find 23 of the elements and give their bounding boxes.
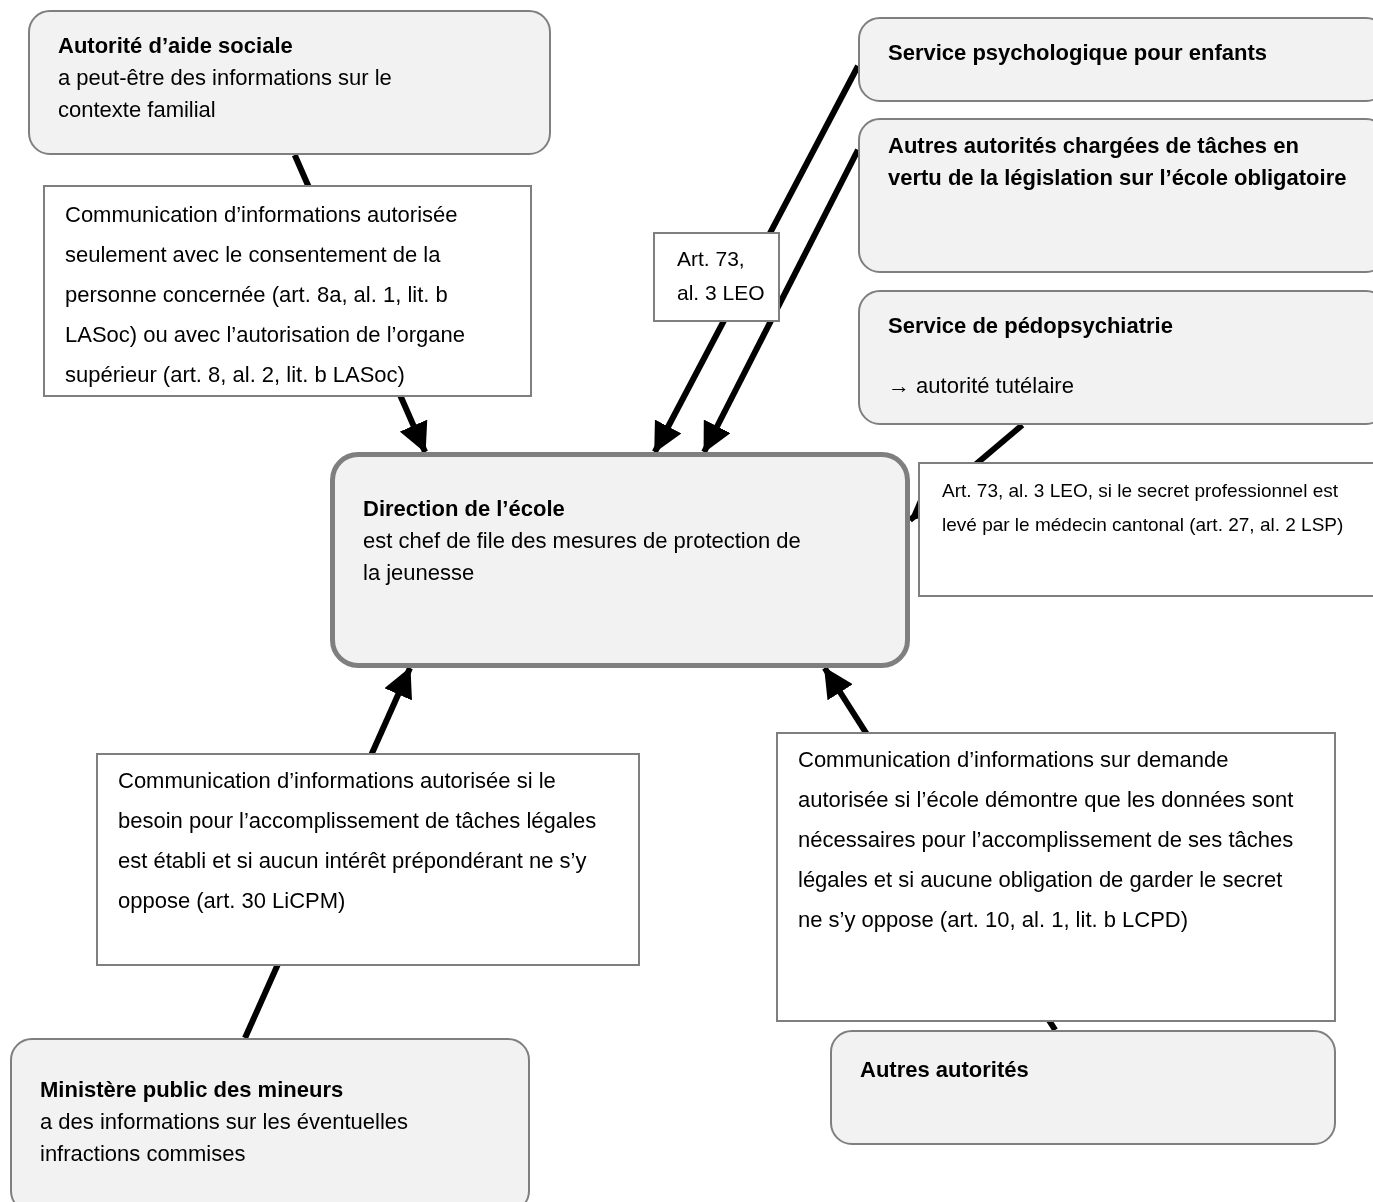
node-description: → autorité tutélaire (888, 372, 1075, 400)
rounded-box (830, 1030, 1336, 1145)
node-title: Service psychologique pour enfants (888, 39, 1268, 67)
rounded-box (858, 17, 1373, 102)
node-description: a peut-être des informations sur le contexte familial (58, 64, 393, 124)
rounded-box (28, 10, 551, 155)
rounded-box (858, 290, 1373, 425)
node-title: Ministère public des mineurs (40, 1076, 345, 1104)
edge-label: Communication d’informations autorisée si le besoin pour l’accomplissement de tâches légales est établi et si aucun intérêt prépondérant ne s’y oppose (art. 30 LiCPM) (96, 753, 640, 966)
edge-label: Communication d’informations sur demande autorisée si l’école démontre que les données sont nécessaires pour l’accomplissement de ses tâches légales et si aucune obligation de garder le secret ne s’y oppose (art. 10, al. 1, lit. b LCPD) (776, 732, 1336, 1022)
edge-label: Art. 73, al. 3 LEO (653, 232, 780, 322)
rounded-box (10, 1038, 530, 1202)
node-description: a des informations sur les éventuelles infractions commises (40, 1108, 410, 1168)
edge-label: Communication d’informations autorisée seulement avec le consentement de la personne concernée (art. 8a, al. 1, lit. b LASoc) ou avec l’autorisation de l’organe supérieur (art. 8, al. 2, lit. b LASoc) (43, 185, 532, 397)
main-rounded-box (330, 452, 910, 668)
node-title: Autres autorités (860, 1056, 1030, 1084)
node-title: Service de pédopsychiatrie (888, 312, 1174, 340)
rounded-box (858, 118, 1373, 273)
node-title: Autres autorités chargées de tâches en vertu de la législation sur l’école obligatoire (888, 132, 1348, 192)
edge-label: Art. 73, al. 3 LEO, si le secret professionnel est levé par le médecin cantonal (art. 27, al. 2 LSP) (918, 462, 1373, 597)
node-title: Direction de l’école (363, 495, 566, 523)
node-title: Autorité d’aide sociale (58, 32, 294, 60)
node-description: est chef de file des mesures de protection de la jeunesse (363, 527, 802, 587)
